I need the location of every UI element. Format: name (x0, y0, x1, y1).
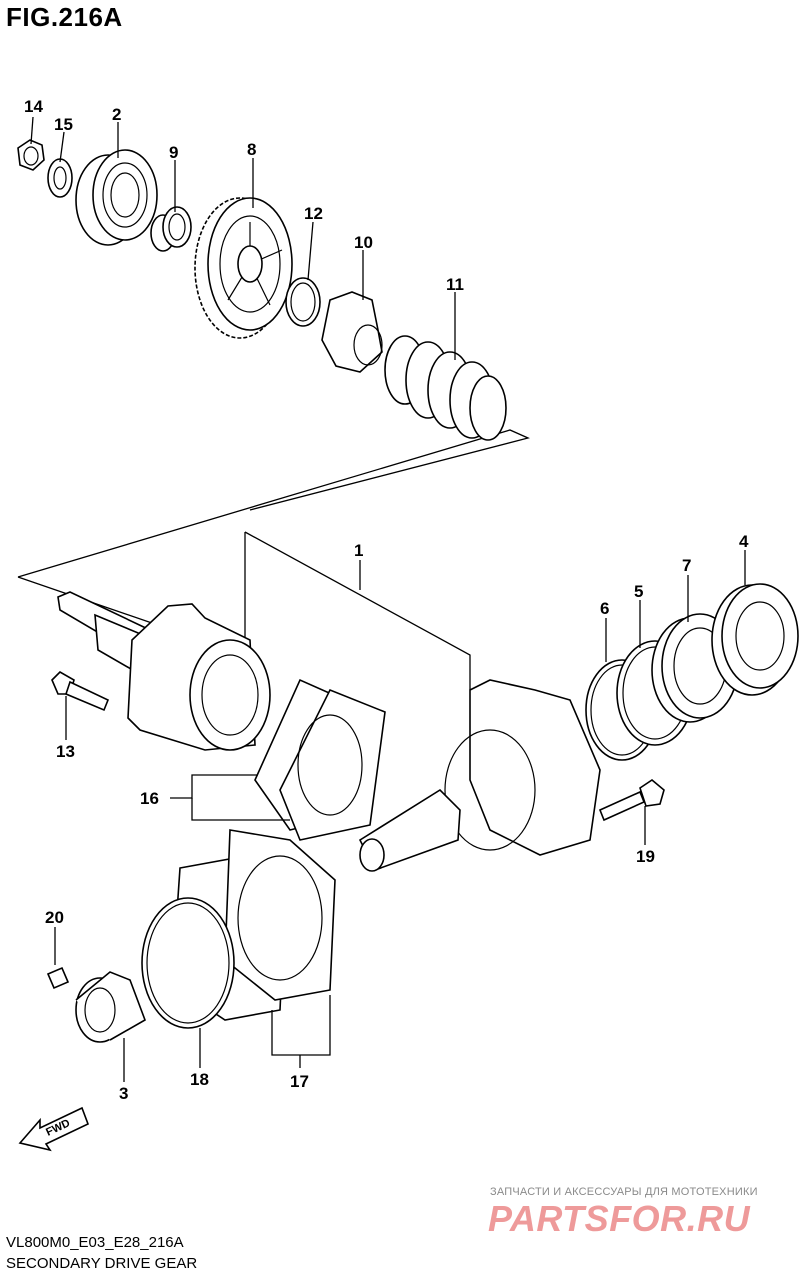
callout-11: 11 (446, 275, 464, 294)
leader-lines (30, 116, 746, 1082)
part-1-shaft-right[interactable] (358, 679, 601, 872)
callout-18: 18 (190, 1070, 209, 1089)
part-12-circlip[interactable] (285, 277, 321, 327)
watermark-brand: PARTSFOR.RU (488, 1198, 751, 1239)
part-9-bushing[interactable] (150, 206, 192, 252)
callout-15: 15 (54, 115, 73, 134)
part-1-shaft-left[interactable] (57, 591, 271, 751)
part-19-bolt[interactable] (598, 779, 665, 822)
fwd-arrow: FWD (18, 1106, 90, 1152)
part-13-bolt[interactable] (51, 671, 110, 712)
assembly-outline (17, 429, 530, 690)
callout-4: 4 (739, 532, 749, 551)
figure-title: FIG.216A (6, 2, 123, 32)
drawing-name: SECONDARY DRIVE GEAR (6, 1255, 198, 1272)
part-11-spring[interactable] (384, 335, 507, 441)
callout-12: 12 (304, 204, 323, 223)
callout-14: 14 (24, 97, 43, 116)
part-10-cam[interactable] (321, 291, 383, 373)
callout-1: 1 (354, 541, 363, 560)
part-3-needle-bearing[interactable] (75, 971, 146, 1043)
callout-19: 19 (636, 847, 655, 866)
callout-8: 8 (247, 140, 256, 159)
callout-3: 3 (119, 1084, 128, 1103)
part-14-nut[interactable] (17, 139, 45, 171)
callout-17: 17 (290, 1072, 309, 1091)
part-18-o-ring[interactable] (141, 897, 235, 1029)
callout-13: 13 (56, 742, 75, 761)
part-20-pin[interactable] (46, 966, 70, 990)
part-2-bearing[interactable] (75, 149, 158, 246)
callout-10: 10 (354, 233, 373, 252)
part-4-nut[interactable] (711, 583, 799, 696)
part-15-washer[interactable] (47, 158, 73, 198)
part-8-gear[interactable] (194, 197, 293, 339)
callout-7: 7 (682, 556, 691, 575)
callout-2: 2 (112, 105, 121, 124)
callouts: 14 15 2 9 8 12 10 11 1 4 7 5 6 13 16 19 … (24, 97, 749, 1103)
callout-16: 16 (140, 789, 159, 808)
part-16-gasket[interactable] (254, 678, 386, 841)
callout-20: 20 (45, 908, 64, 927)
callout-5: 5 (634, 582, 643, 601)
callout-9: 9 (169, 143, 178, 162)
callout-6: 6 (600, 599, 609, 618)
drawing-code: VL800M0_E03_E28_216A (6, 1234, 184, 1251)
watermark-caption: ЗАПЧАСТИ И АКСЕССУАРЫ ДЛЯ МОТОТЕХНИКИ (490, 1186, 758, 1198)
